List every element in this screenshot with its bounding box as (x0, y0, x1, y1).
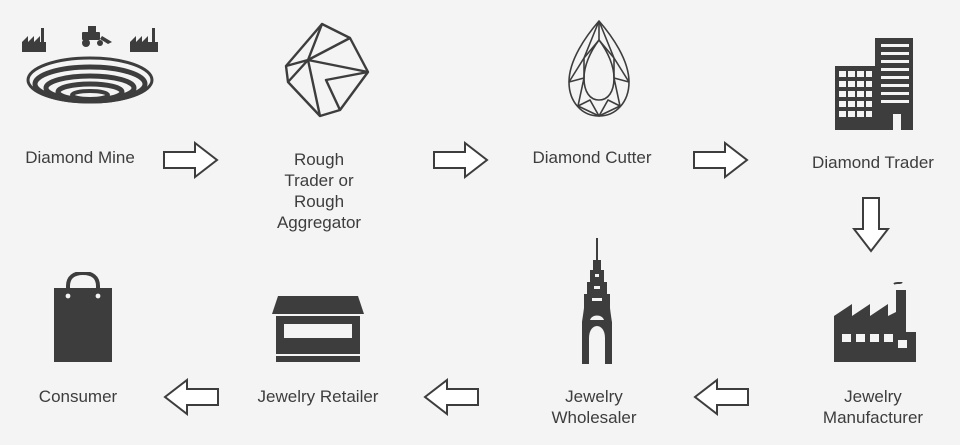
step-label: Jewelry Wholesaler (551, 387, 637, 427)
cut-diamond-icon (568, 20, 630, 117)
step-label: Rough Trader or Rough Aggregator (276, 150, 362, 232)
office-building-icon (835, 38, 913, 130)
step-label: Diamond Trader (812, 153, 934, 172)
open-pit-mine-icon (22, 26, 158, 104)
down-arrow-icon (852, 197, 890, 253)
rough-diamond-icon (284, 22, 370, 118)
storefront-icon (272, 296, 364, 362)
skyscraper-icon (582, 238, 612, 364)
left-arrow-icon (693, 378, 749, 416)
right-arrow-icon (693, 141, 749, 179)
left-arrow-icon (163, 378, 219, 416)
step-label: Jewelry Manufacturer (822, 387, 924, 427)
shopping-bag-icon (54, 272, 112, 362)
step-label: Diamond Mine (25, 148, 135, 167)
step-label: Diamond Cutter (532, 148, 652, 167)
factory-icon (834, 282, 916, 362)
right-arrow-icon (433, 141, 489, 179)
step-label: Consumer (38, 387, 118, 406)
right-arrow-icon (163, 141, 219, 179)
left-arrow-icon (423, 378, 479, 416)
step-label: Jewelry Retailer (257, 387, 379, 406)
